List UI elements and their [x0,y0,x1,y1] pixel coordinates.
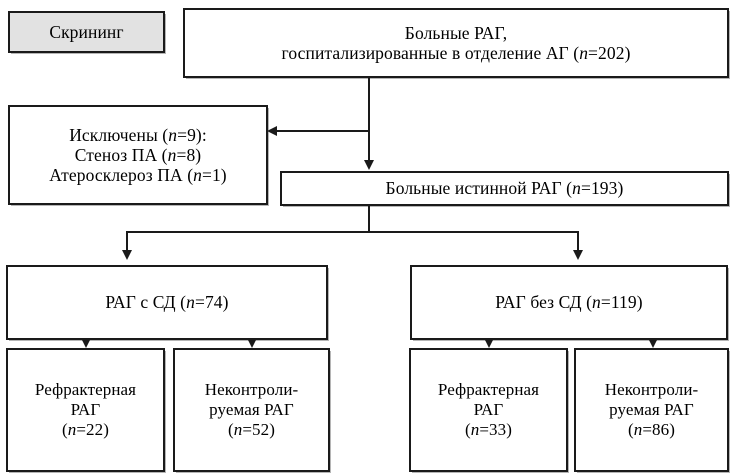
uncontrolled-nodm-count: =86) [642,419,676,439]
enrolled-patients-line-1: Больные РАГ, [404,22,508,43]
connector-split-right-drop [577,231,579,251]
uncontrolled-dm-line-3: (n=52) [228,420,275,440]
arrowhead-to-excluded [267,126,277,136]
enrolled-patients-text: госпитализированные в отделение АГ ( [281,43,580,63]
enrolled-n-symbol: n [579,43,589,63]
excluded-line-1: Исключены (n=9): [69,125,207,145]
rah-with-diabetes-box: РАГ с СД (n=74) [6,265,328,340]
true-resistant-hypertension-box: Больные истинной РАГ (n=193) [280,171,729,206]
refractory-nodm-n-symbol: n [470,419,480,439]
refractory-dm-line-2: РАГ [70,400,101,420]
arrowhead-to-uncontrolled-nodm [648,338,658,348]
uncontrolled-rah-without-diabetes-box: Неконтроли- руемая РАГ (n=86) [574,348,729,472]
uncontrolled-rah-with-diabetes-box: Неконтроли- руемая РАГ (n=52) [173,348,330,472]
rah-without-diabetes-n-symbol: n [592,292,601,313]
excluded-n-symbol-3: n [193,165,202,186]
refractory-nodm-line-3: (n=33) [465,420,512,440]
excluded-patients-box: Исключены (n=9): Стеноз ПА (n=8) Атероск… [8,105,268,205]
enrolled-count: =202) [588,43,631,63]
rah-with-diabetes-line: РАГ с СД (n=74) [105,292,228,312]
refractory-dm-paren: ( [61,419,68,439]
arrowhead-to-true-rah [364,160,374,170]
refractory-dm-line-1: Рефрактерная [34,380,137,400]
uncontrolled-nodm-paren: ( [627,419,634,439]
uncontrolled-dm-line-1: Неконтроли- [204,380,299,400]
enrolled-patients-line-2: госпитализированные в отделение АГ (n=20… [281,43,630,63]
refractory-rah-without-diabetes-box: Рефрактерная РАГ (n=33) [409,348,568,472]
excluded-count-2: =8) [176,144,202,165]
refractory-dm-count: =22) [76,419,110,439]
excluded-text-1: Исключены ( [69,124,169,145]
connector-to-excluded [276,130,369,132]
uncontrolled-dm-paren: ( [227,419,234,439]
excluded-n-symbol-2: n [167,144,177,165]
refractory-dm-line-3: (n=22) [62,420,109,440]
rah-without-diabetes-text: РАГ без СД ( [495,292,593,313]
uncontrolled-nodm-n-symbol: n [633,419,643,439]
refractory-nodm-line-1: Рефрактерная [437,380,540,400]
connector-split-bar-level-2 [126,231,579,233]
uncontrolled-dm-n-symbol: n [233,419,243,439]
rah-with-diabetes-n-symbol: n [186,292,195,313]
arrowhead-to-uncontrolled-dm [247,338,257,348]
arrowhead-to-rah-with-diabetes [122,250,132,260]
screening-label-box: Скрининг [8,11,165,53]
refractory-nodm-count: =33) [479,419,513,439]
connector-split-left-drop [126,231,128,251]
excluded-text-3: Атеросклероз ПА ( [49,165,194,186]
rah-without-diabetes-count: =119) [600,292,643,313]
rah-with-diabetes-text: РАГ с СД ( [105,292,187,313]
uncontrolled-nodm-line-2: руемая РАГ [609,400,694,420]
excluded-n-symbol-1: n [168,124,178,145]
rah-without-diabetes-box: РАГ без СД (n=119) [410,265,728,340]
refractory-rah-with-diabetes-box: Рефрактерная РАГ (n=22) [6,348,165,472]
arrowhead-to-refractory-nodm [484,338,494,348]
screening-label-text: Скрининг [49,21,124,42]
connector-true-rah-stem [368,206,370,232]
true-rah-line: Больные истинной РАГ (n=193) [386,178,624,198]
uncontrolled-nodm-line-1: Неконтроли- [604,380,699,400]
uncontrolled-nodm-line-3: (n=86) [628,420,675,440]
arrowhead-to-refractory-dm [81,338,91,348]
excluded-count-3: =1) [201,165,227,186]
rah-without-diabetes-line: РАГ без СД (n=119) [495,292,642,312]
enrolled-patients-box: Больные РАГ, госпитализированные в отдел… [183,8,729,78]
connector-enrolled-trunk [368,78,370,161]
true-rah-text: Больные истинной РАГ ( [385,178,573,199]
excluded-count-1: =9): [177,124,207,145]
excluded-text-2: Стеноз ПА ( [74,144,168,165]
uncontrolled-dm-count: =52) [242,419,276,439]
uncontrolled-dm-line-2: руемая РАГ [209,400,294,420]
arrowhead-to-rah-without-diabetes [573,250,583,260]
refractory-nodm-paren: ( [464,419,471,439]
refractory-nodm-line-2: РАГ [473,400,504,420]
excluded-line-2: Стеноз ПА (n=8) [75,145,201,165]
true-rah-n-symbol: n [572,178,581,199]
rah-with-diabetes-count: =74) [194,292,229,313]
excluded-line-3: Атеросклероз ПА (n=1) [49,165,226,185]
refractory-dm-n-symbol: n [67,419,77,439]
true-rah-count: =193) [580,178,624,199]
